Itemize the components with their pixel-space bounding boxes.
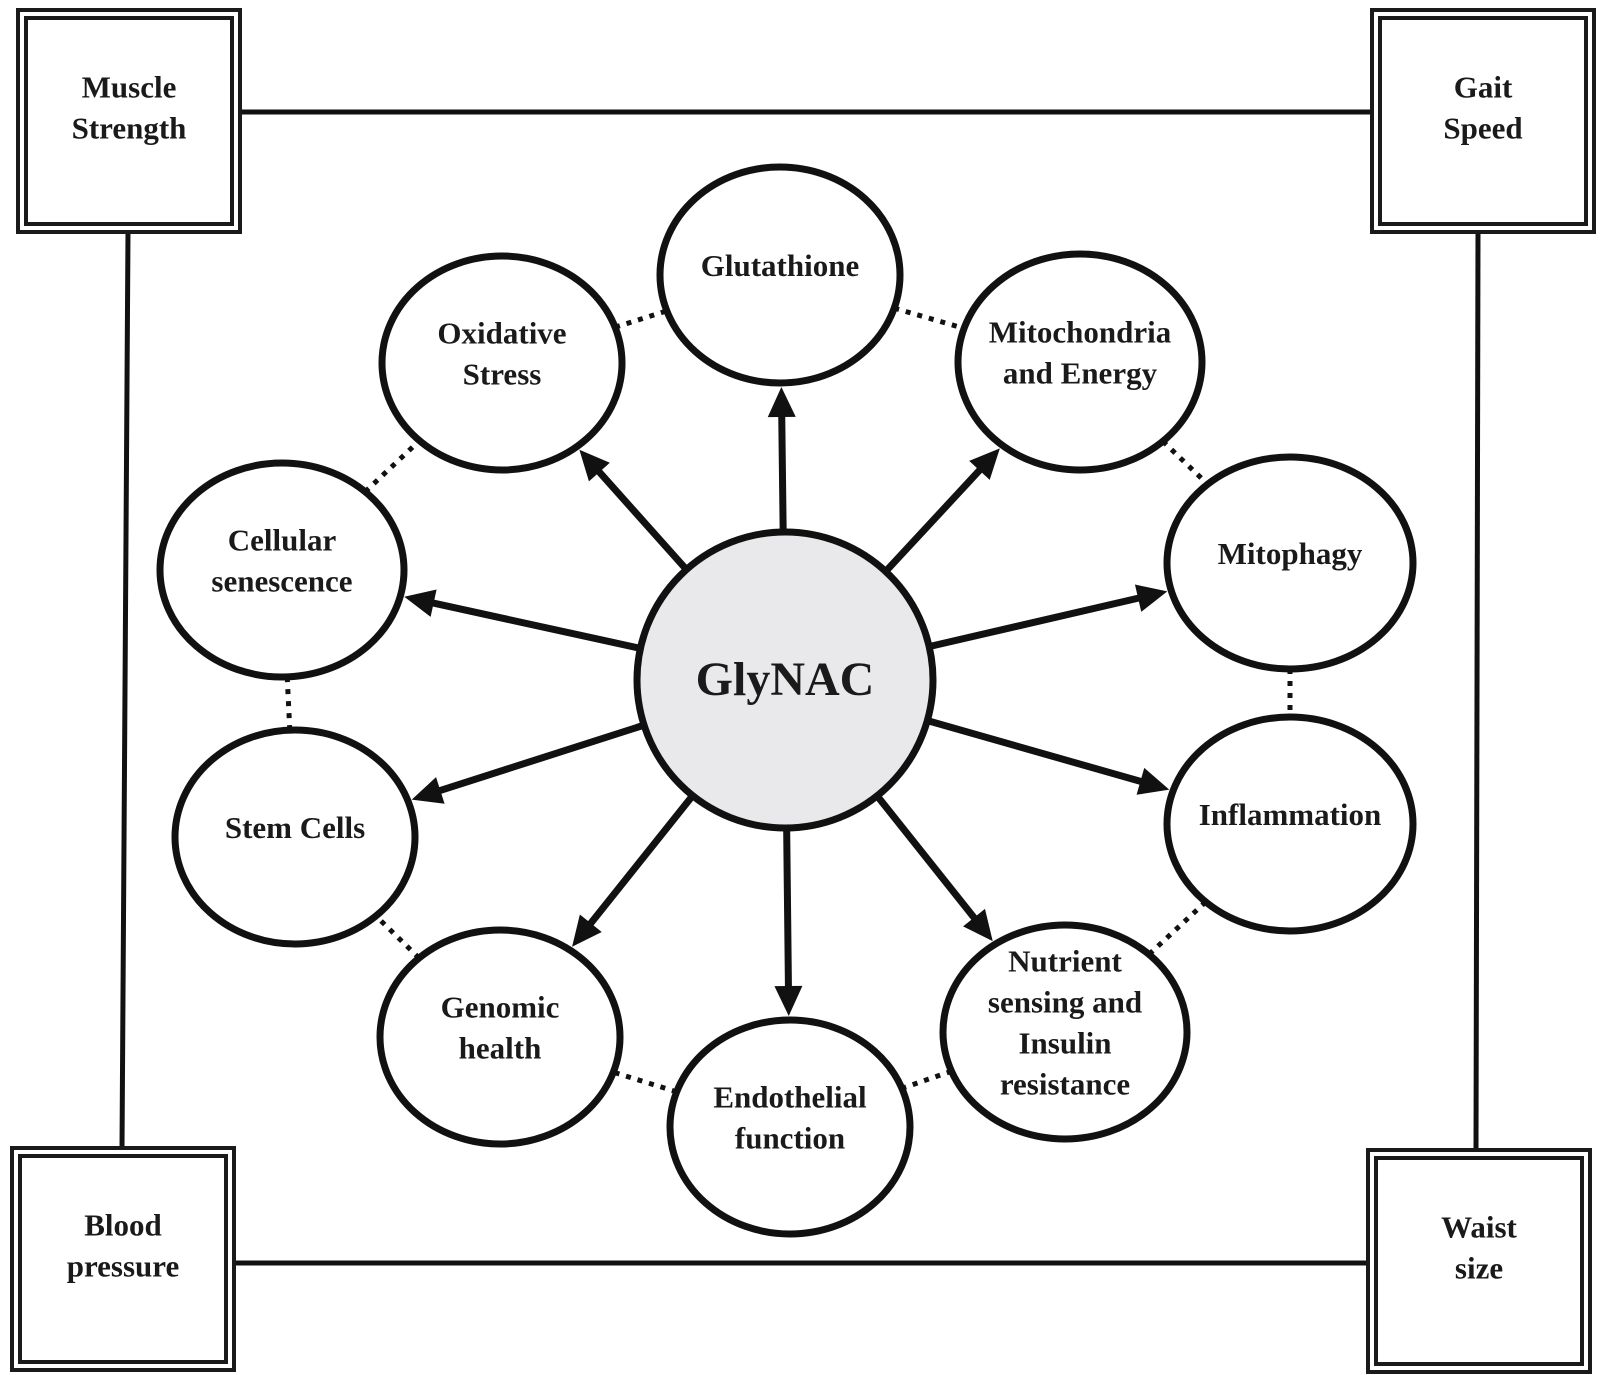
node-label-genomic: Genomic: [441, 990, 560, 1025]
node-genomic: Genomic health: [376, 926, 624, 1148]
dotted-link-mitochondria: [1161, 439, 1210, 487]
node-circle-endothelial: [666, 1016, 914, 1238]
dotted-link-glutathione: [893, 305, 965, 331]
arrow-head-nutrient: [963, 908, 993, 942]
box-label-blood: pressure: [67, 1249, 180, 1284]
box-inner-frame-blood: [18, 1154, 228, 1364]
outer-connectors: [119, 109, 1481, 1266]
arrow-line-inflammation: [928, 717, 1144, 786]
node-label-genomic: health: [459, 1031, 542, 1066]
arrow-line-genomic: [586, 795, 695, 928]
node-label-cellular: Cellular: [228, 523, 337, 558]
arrow-head-cellular: [404, 589, 437, 617]
arrow-line-nutrient: [875, 795, 979, 922]
dotted-link-inflammation: [1147, 900, 1208, 957]
dotted-link-stem-cells: [284, 676, 293, 731]
arrow-head-glutathione: [767, 386, 796, 418]
box-label-gait: Speed: [1443, 111, 1522, 146]
box-label-gait: Gait: [1454, 70, 1513, 105]
box-inner-frame-gait: [1378, 16, 1588, 226]
arrow-line-stem-cells: [437, 722, 644, 795]
box-label-waist: Waist: [1441, 1210, 1517, 1245]
node-label-mitochondria: Mitochondria: [989, 315, 1172, 350]
arrow-head-oxidative: [579, 449, 610, 482]
box-label-blood: Blood: [84, 1208, 162, 1243]
dotted-link-endothelial: [612, 1069, 678, 1095]
box-blood: Blood pressure: [10, 1146, 236, 1372]
node-inflammation: Inflammation: [1163, 713, 1417, 935]
node-label-mitochondria: and Energy: [1003, 356, 1158, 391]
arrow-head-inflammation: [1136, 767, 1170, 795]
dotted-link-oxidative: [614, 308, 668, 330]
box-label-waist: size: [1455, 1251, 1503, 1286]
arrow-head-mitophagy: [1134, 584, 1168, 612]
arrow-head-stem-cells: [411, 777, 445, 804]
node-stem-cells: Stem Cells: [171, 726, 419, 948]
node-circle-inflammation: [1163, 713, 1417, 935]
node-label-endothelial: function: [735, 1121, 845, 1156]
box-label-muscle: Muscle: [82, 70, 177, 105]
box-label-muscle: Strength: [72, 111, 187, 146]
center-label: GlyNAC: [696, 653, 875, 706]
center-node: GlyNAC: [633, 528, 937, 832]
node-label-cellular: senescence: [211, 564, 352, 599]
arrow-head-endothelial: [774, 985, 803, 1017]
node-circle-genomic: [376, 926, 624, 1148]
box-waist: Waist size: [1366, 1148, 1592, 1374]
node-cellular: Cellular senescence: [156, 459, 408, 681]
dotted-ring: [284, 305, 1293, 1095]
center-circle: [633, 528, 937, 832]
node-circle-stem-cells: [171, 726, 419, 948]
arrow-line-glutathione: [778, 414, 787, 531]
node-label-nutrient: Insulin: [1018, 1026, 1111, 1061]
node-glutathione: Glutathione: [656, 163, 904, 387]
node-label-stem-cells: Stem Cells: [225, 810, 365, 845]
node-circle-glutathione: [656, 163, 904, 387]
arrow-line-mitophagy: [930, 594, 1141, 650]
dotted-link-genomic: [374, 914, 421, 960]
node-label-nutrient: resistance: [1000, 1067, 1130, 1102]
box-inner-frame-muscle: [24, 16, 234, 226]
node-label-mitophagy: Mitophagy: [1218, 536, 1363, 571]
node-label-oxidative: Stress: [463, 357, 542, 392]
node-endothelial: Endothelial function: [666, 1016, 914, 1238]
arrow-head-mitochondria: [969, 448, 1000, 480]
connector-right: [1473, 231, 1481, 1151]
node-label-endothelial: Endothelial: [713, 1080, 867, 1115]
node-label-nutrient: Nutrient: [1008, 944, 1122, 979]
node-circle-mitophagy: [1163, 453, 1417, 673]
node-label-inflammation: Inflammation: [1199, 797, 1382, 832]
arrow-line-cellular: [430, 599, 640, 652]
node-circle-mitochondria: [954, 250, 1206, 474]
node-label-oxidative: Oxidative: [437, 316, 566, 351]
arrow-line-mitochondria: [884, 466, 984, 573]
node-circle-nutrient: [939, 921, 1191, 1143]
arrows: [404, 386, 1170, 1017]
arrow-head-genomic: [572, 914, 602, 947]
node-mitophagy: Mitophagy: [1163, 453, 1417, 673]
node-mitochondria: Mitochondria and Energy: [954, 250, 1206, 474]
box-inner-frame-waist: [1374, 1156, 1584, 1366]
connector-left: [119, 231, 131, 1149]
dotted-link-nutrient: [901, 1068, 953, 1091]
node-circle-oxidative: [378, 252, 626, 474]
node-label-glutathione: Glutathione: [701, 248, 859, 283]
node-circle-cellular: [156, 459, 408, 681]
arrow-line-oxidative: [595, 468, 688, 571]
dotted-link-cellular: [363, 438, 422, 494]
node-label-nutrient: sensing and: [988, 985, 1142, 1020]
arrow-line-endothelial: [783, 829, 792, 989]
